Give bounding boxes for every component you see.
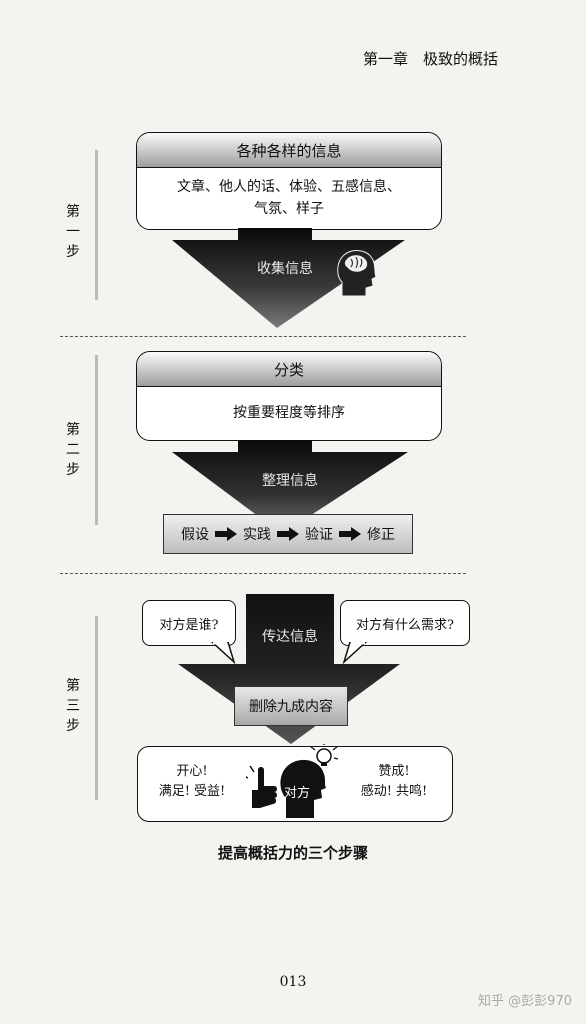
right-arrow-icon: [215, 527, 237, 541]
result-left-line2: 满足! 受益!: [158, 784, 226, 799]
result-center-label: 对方: [284, 786, 311, 801]
right-arrow-icon: [339, 527, 361, 541]
step2-label: 第二步: [66, 422, 80, 478]
speech-bubble-left-tail: [210, 642, 236, 664]
separator-2: [60, 573, 466, 574]
result-right-line2: 感动! 共鸣!: [360, 784, 428, 799]
step3-label: 第三步: [66, 678, 80, 734]
classify-box: 分类 按重要程度等排序: [136, 351, 442, 441]
result-left: 开心! 满足! 受益!: [146, 762, 238, 802]
process-item-revise: 修正: [367, 527, 395, 543]
result-right-line1: 赞成!: [378, 764, 410, 779]
process-flow: 假设 实践 验证 修正: [163, 514, 413, 554]
chapter-title: 第一章 极致的概括: [362, 50, 498, 68]
figure-caption: 提高概括力的三个步骤: [217, 844, 368, 862]
page-number: 013: [279, 974, 307, 990]
head-with-brain-icon: [337, 250, 377, 297]
separator-1: [60, 336, 466, 337]
classify-box-body: 按重要程度等排序: [233, 405, 345, 421]
organize-arrow: [172, 440, 408, 534]
speech-bubble-left: 对方是谁?: [142, 600, 236, 646]
watermark: 知乎 @彭彭970: [478, 994, 572, 1009]
info-box-body: 文章、他人的话、体验、五感信息、 气氛、样子: [137, 168, 441, 228]
result-left-line1: 开心!: [176, 764, 208, 779]
collect-arrow-label: 收集信息: [257, 261, 313, 277]
step3-side-bar: [95, 616, 98, 800]
step1-side-bar: [95, 150, 98, 300]
convey-arrow: [178, 594, 400, 744]
process-item-practice: 实践: [243, 527, 271, 543]
info-box-header: 各种各样的信息: [137, 133, 441, 168]
speech-bubble-right: 对方有什么需求?: [340, 600, 470, 646]
process-item-verify: 验证: [305, 527, 333, 543]
head-with-lightbulb-icon: [280, 744, 339, 818]
collect-arrow: [172, 228, 405, 328]
result-right: 赞成! 感动! 共鸣!: [346, 762, 442, 802]
info-box-line2: 气氛、样子: [254, 201, 324, 217]
delete-content-box: 删除九成内容: [234, 686, 348, 726]
info-box-line1: 文章、他人的话、体验、五感信息、: [177, 179, 401, 195]
classify-box-header: 分类: [137, 352, 441, 387]
organize-arrow-label: 整理信息: [262, 473, 318, 489]
info-box: 各种各样的信息 文章、他人的话、体验、五感信息、 气氛、样子: [136, 132, 442, 230]
right-arrow-icon: [277, 527, 299, 541]
thumbs-up-icon: [246, 764, 277, 808]
step2-side-bar: [95, 355, 98, 525]
step1-label: 第一步: [66, 204, 80, 260]
convey-arrow-label: 传达信息: [262, 629, 318, 645]
speech-bubble-right-tail: [342, 642, 368, 664]
process-item-hypothesis: 假设: [181, 527, 209, 543]
